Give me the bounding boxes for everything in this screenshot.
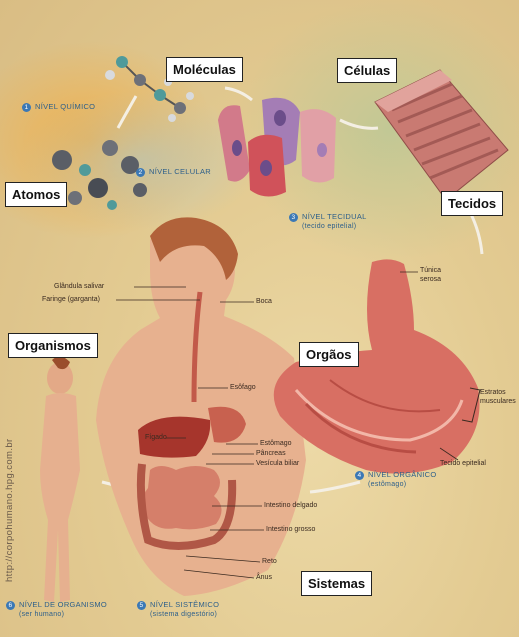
torso-illustration xyxy=(96,217,306,596)
level-number: 1 xyxy=(22,103,31,112)
organ-label-int-grosso: Intestino grosso xyxy=(266,526,315,533)
level-subtext: (estômago) xyxy=(355,480,437,489)
organ-label-estomago: Estômago xyxy=(260,440,292,447)
human-figure-illustration xyxy=(40,356,80,602)
level-organico: 4 NÍVEL ORGÂNICO (estômago) xyxy=(355,470,437,489)
organ-label-esofago: Esôfago xyxy=(230,384,256,391)
label-sistemas: Sistemas xyxy=(301,571,372,596)
level-celular: 2 NÍVEL CELULAR xyxy=(136,167,211,177)
watermark-url: http://corpohumano.hpg.com.br xyxy=(4,438,15,582)
level-subtext: (ser humano) xyxy=(6,610,107,619)
organ-label-reto: Reto xyxy=(262,558,277,565)
organ-label-tunica: Túnica serosa xyxy=(420,266,460,284)
level-number: 6 xyxy=(6,601,15,610)
organ-label-int-delgado: Intestino delgado xyxy=(264,502,317,509)
label-tecidos: Tecidos xyxy=(441,191,503,216)
level-number: 3 xyxy=(289,213,298,222)
organ-label-estratos: Estratos musculares xyxy=(480,388,518,406)
organ-label-tecido-epitelial: Tecido epitelial xyxy=(440,460,486,467)
organ-label-faringe: Faringe (garganta) xyxy=(42,296,100,303)
level-sistemico: 5 NÍVEL SISTÊMICO (sistema digestório) xyxy=(137,600,219,619)
level-text: NÍVEL TECIDUAL xyxy=(302,212,367,221)
level-text: NÍVEL ORGÂNICO xyxy=(368,470,437,479)
level-text: NÍVEL QUÍMICO xyxy=(35,102,95,111)
level-number: 4 xyxy=(355,471,364,480)
level-text: NÍVEL DE ORGANISMO xyxy=(19,600,107,609)
label-moleculas: Moléculas xyxy=(166,57,243,82)
organ-label-anus: Ânus xyxy=(256,574,272,581)
cells-illustration xyxy=(218,98,336,197)
label-atomos: Atomos xyxy=(5,182,67,207)
level-tecidual: 3 NÍVEL TECIDUAL (tecido epitelial) xyxy=(289,212,367,231)
label-organismos: Organismos xyxy=(8,333,98,358)
level-text: NÍVEL SISTÊMICO xyxy=(150,600,219,609)
organ-label-figado: Fígado xyxy=(145,434,167,441)
organ-label-glandula: Glândula salivar xyxy=(54,283,104,290)
level-organismo: 6 NÍVEL DE ORGANISMO (ser humano) xyxy=(6,600,107,619)
organ-label-vesicula: Vesícula biliar xyxy=(256,460,299,467)
level-text: NÍVEL CELULAR xyxy=(149,167,211,176)
tissue-illustration xyxy=(375,70,508,200)
level-subtext: (sistema digestório) xyxy=(137,610,219,619)
label-celulas: Células xyxy=(337,58,397,83)
level-subtext: (tecido epitelial) xyxy=(289,222,367,231)
organ-label-boca: Boca xyxy=(256,298,272,305)
label-orgaos: Orgãos xyxy=(299,342,359,367)
level-quimico: 1 NÍVEL QUÍMICO xyxy=(22,102,95,112)
level-number: 2 xyxy=(136,168,145,177)
level-number: 5 xyxy=(137,601,146,610)
organ-label-pancreas: Pâncreas xyxy=(256,450,286,457)
